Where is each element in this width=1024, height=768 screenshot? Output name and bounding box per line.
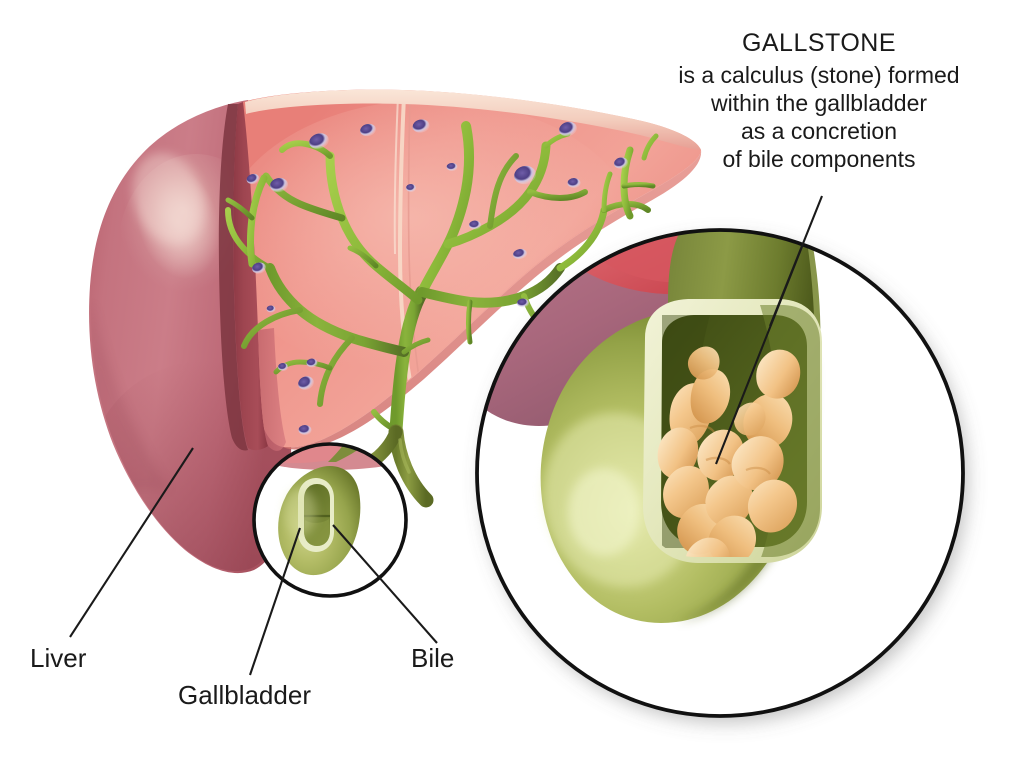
magnifier-large-ring	[475, 228, 965, 718]
liver-vessel-dots	[246, 119, 628, 435]
liver-leader	[69, 447, 194, 638]
magnifier-small	[252, 442, 408, 598]
liver-cut-edge	[218, 102, 286, 451]
gallstone-leader	[769, 195, 823, 327]
leader-lines	[69, 195, 823, 676]
gallbladder-leader	[249, 527, 301, 676]
gallstones	[657, 346, 801, 557]
liver-organ	[89, 89, 702, 574]
bile-leader	[332, 524, 438, 644]
magnifier-small-ring	[252, 442, 408, 598]
magnifier-large	[475, 228, 965, 718]
